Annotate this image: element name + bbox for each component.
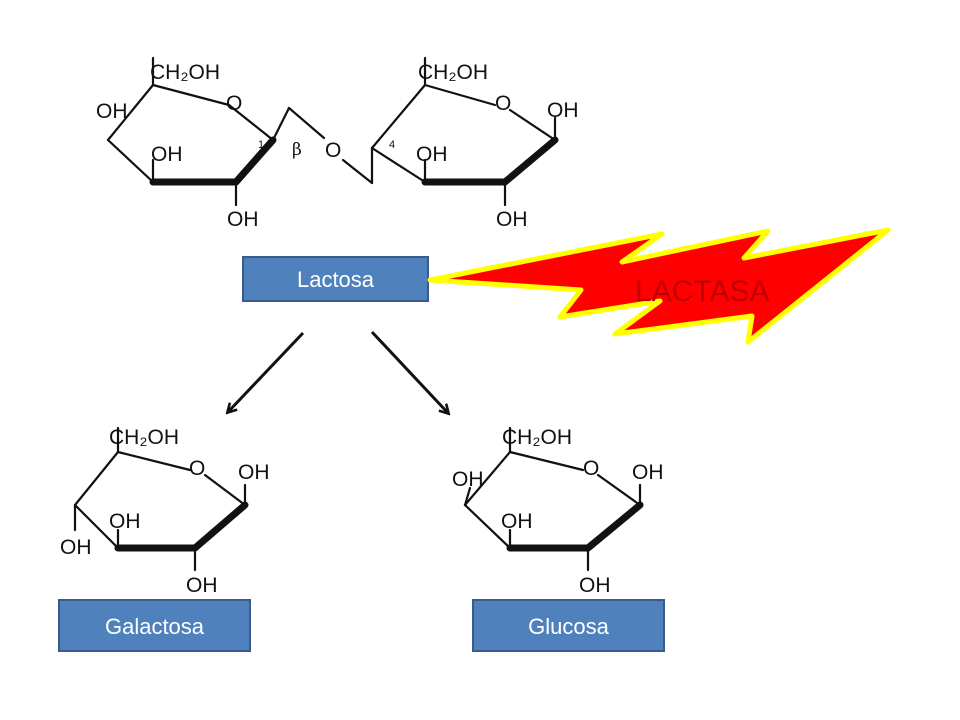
arrow-to-galactose [228,331,305,412]
lactase-label: LACTASA [635,275,770,308]
lactose-ch2oh-right: CH₂OH [418,61,488,84]
glucose-oh-c4: OH [452,468,484,491]
galactose-structure: CH₂OH O OH OH OH OH [60,426,270,597]
galactose-label-box: Galactosa [58,599,251,652]
lactose-oh-c2-right: OH [496,208,528,231]
lactose-glucose-ring: CH₂OH O OH OH OH [370,56,579,231]
glucose-ring-oxygen: O [583,457,599,480]
galactose-oh-c3: OH [109,510,141,533]
lactase-enzyme-bolt: LACTASA [427,227,891,345]
glucose-structure: CH₂OH O OH OH OH OH [452,426,664,597]
lactose-carbon-1-label: 1 [258,139,264,151]
galactose-oh-c1: OH [238,461,270,484]
glucose-label: Glucosa [528,614,609,639]
lactose-beta-label: β [292,140,302,160]
lactose-oh-c4-left: OH [96,100,128,123]
lactose-label: Lactosa [297,267,375,292]
glucose-ch2oh: CH₂OH [502,426,572,449]
lactose-carbon-4-label: 4 [389,139,395,151]
lactose-ring-oxygen-right: O [495,92,511,115]
lactose-ring-oxygen-left: O [226,92,242,115]
arrow-to-glucose [370,330,448,413]
lactose-glycosidic-oxygen: O [325,139,341,162]
lactose-label-box: Lactosa [242,256,429,302]
galactose-label: Galactosa [105,614,205,639]
galactose-ring-oxygen: O [189,457,205,480]
lactose-oh-c2-left: OH [227,208,259,231]
galactose-box-rect [58,599,251,652]
lactose-box-rect [242,256,429,302]
lactose-oh-c1-right: OH [547,99,579,122]
glucose-box-rect [472,599,665,652]
lightning-bolt-shape [427,227,891,345]
lactose-oh-c3-right: OH [416,143,448,166]
lactose-ch2oh-left: CH₂OH [150,61,220,84]
glucose-oh-c1: OH [632,461,664,484]
lactose-structure: CH₂OH O OH OH OH 1 β O 4 CH₂OH O OH OH O… [96,56,579,231]
galactose-ch2oh: CH₂OH [109,426,179,449]
galactose-oh-c4: OH [60,536,92,559]
galactose-oh-c2: OH [186,574,218,597]
glucose-oh-c3: OH [501,510,533,533]
lactose-galactose-ring: CH₂OH O OH OH OH 1 β O 4 [96,56,395,231]
lactose-oh-c3-left: OH [151,143,183,166]
glucose-oh-c2: OH [579,574,611,597]
glucose-label-box: Glucosa [472,599,665,652]
